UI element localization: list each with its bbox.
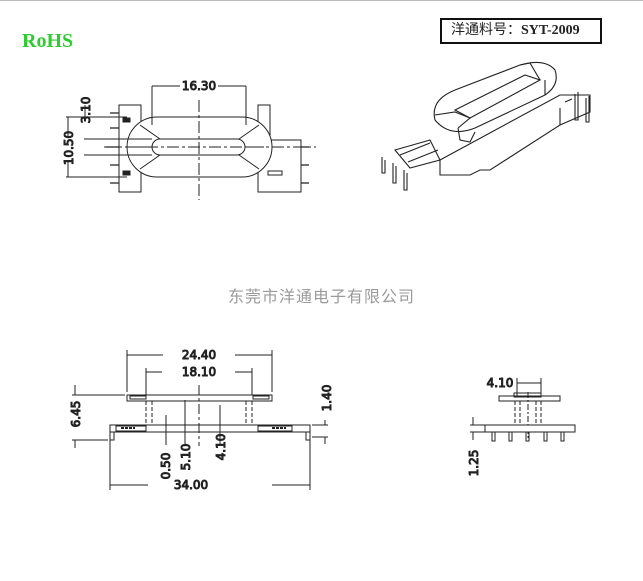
dim-4-10: 4.10 — [214, 434, 228, 461]
isometric-view — [381, 61, 591, 191]
dim-16-30: 16.30 — [182, 79, 216, 93]
dim-6-45: 6.45 — [69, 401, 83, 428]
dim-24-40: 24.40 — [182, 348, 216, 362]
dim-18-10: 18.10 — [182, 365, 216, 379]
front-view: 24.40 18.10 34.00 6.45 1.40 0.50 5.10 4.… — [69, 348, 335, 493]
dim-0-50: 0.50 — [159, 453, 173, 480]
part-number: SYT-2009 — [521, 23, 580, 38]
top-border — [0, 0, 643, 1]
rohs-label: RoHS — [22, 30, 74, 52]
side-view: 4.10 1.25 — [467, 376, 576, 477]
dim-1-25: 1.25 — [467, 450, 481, 477]
part-number-box: 洋通料号：SYT-2009 — [440, 18, 602, 44]
dim-10-50: 10.50 — [62, 131, 76, 165]
dim-3-10: 3.10 — [79, 97, 93, 124]
company-name: 东莞市洋通电子有限公司 — [227, 287, 415, 306]
dim-5-10: 5.10 — [179, 444, 193, 471]
part-number-label: 洋通料号： — [451, 23, 521, 38]
top-view: 16.30 10.50 3.10 — [62, 79, 316, 200]
dim-34-00: 34.00 — [174, 478, 208, 492]
side-dim-4-10: 4.10 — [487, 376, 514, 390]
dim-1-40: 1.40 — [320, 385, 334, 412]
